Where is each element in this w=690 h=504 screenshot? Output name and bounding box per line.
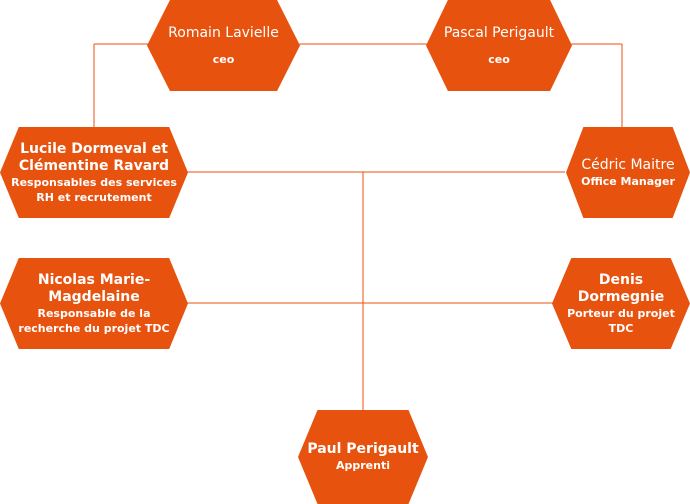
node-role: Porteur du projet TDC [567,306,675,335]
node-name: Romain Lavielle [168,24,279,41]
node-paul: Paul Perigault Apprenti [298,410,428,504]
node-cedric: Cédric Maitre Office Manager [566,127,690,218]
hexagon-shape [298,410,428,504]
hexagon-shape [147,0,300,91]
hexagon-shape [552,258,690,349]
node-name: Denis Dormegnie [577,271,665,305]
node-role: Responsable de la recherche du projet TD… [18,306,170,335]
node-role: Office Manager [581,174,675,188]
node-pascal: Pascal Perigault ceo [426,0,572,91]
node-role: ceo [212,52,235,66]
hexagon-shape [426,0,572,91]
hexagon-shape [0,258,188,349]
node-nicolas: Nicolas Marie- Magdelaine Responsable de… [0,258,188,349]
node-role: Responsables des services RH et recrutem… [11,175,177,204]
hexagon-shape [566,127,690,218]
node-role: ceo [488,52,510,66]
node-lucile: Lucile Dormeval et Clémentine Ravard Res… [0,127,188,218]
node-name: Pascal Perigault [443,24,555,41]
node-role: Apprenti [335,459,390,472]
hexagon-shape [0,127,188,218]
node-name: Paul Perigault [307,441,419,457]
node-name: Lucile Dormeval et Clémentine Ravard [18,140,170,174]
node-name: Nicolas Marie- Magdelaine [37,271,151,305]
node-name: Cédric Maitre [581,156,675,173]
node-romain: Romain Lavielle ceo [147,0,300,91]
node-denis: Denis Dormegnie Porteur du projet TDC [552,258,690,349]
